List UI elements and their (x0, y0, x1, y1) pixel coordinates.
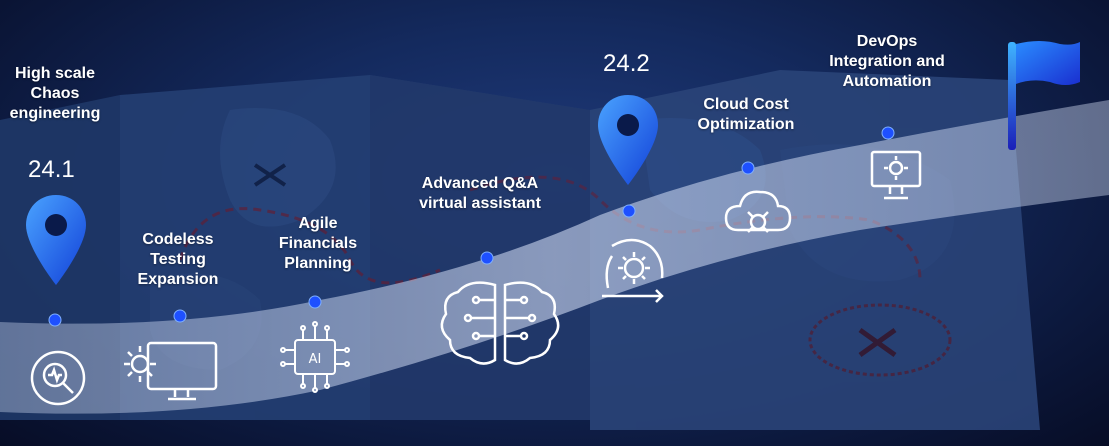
milestone-label-3: Agile Financials Planning (278, 215, 358, 272)
monitor-gear-icon (870, 150, 922, 200)
chaos-search-icon (30, 350, 86, 406)
milestone-label-4: Advanced Q&A virtual assistant (419, 175, 541, 212)
milestone-dot-4 (480, 251, 494, 265)
version-label-24-1: 24.1 (28, 156, 75, 183)
milestone-dot-1 (48, 313, 62, 327)
flag-icon (1008, 41, 1080, 150)
milestone-dot-7 (881, 126, 895, 140)
milestone-label-2: Codeless Testing Expansion (137, 231, 219, 288)
version-label-24-2: 24.2 (603, 50, 650, 77)
milestone-label-1: High scale Chaos engineering (9, 65, 101, 122)
cloud-network-icon (724, 190, 792, 233)
ai-chip-icon: AI (280, 321, 350, 393)
map-pin-icon (26, 195, 86, 285)
milestone-dot-6 (741, 161, 755, 175)
brain-circuit-icon (440, 281, 560, 365)
milestone-dot-5 (622, 204, 636, 218)
map-pin-icon (598, 95, 658, 185)
milestone-dot-2 (173, 309, 187, 323)
svg-text:AI: AI (309, 352, 322, 367)
roadmap-road (0, 100, 1109, 414)
milestone-label-7: DevOps Integration and Automation (829, 33, 945, 90)
computer-gear-icon (124, 341, 218, 401)
milestone-dot-3 (308, 295, 322, 309)
milestone-label-6: Cloud Cost Optimization (697, 96, 795, 133)
gear-cycle-icon (602, 238, 664, 303)
